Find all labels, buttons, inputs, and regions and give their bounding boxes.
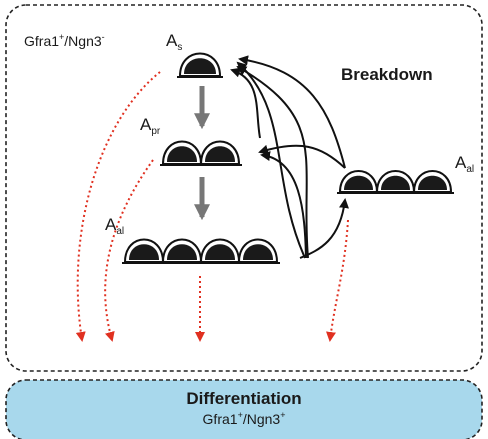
label-apr: Apr xyxy=(140,115,161,137)
cell-nucleus xyxy=(344,175,373,190)
cell-nucleus xyxy=(205,146,235,162)
compartment-marker-label: Gfra1+/Ngn3- xyxy=(24,32,105,49)
differentiation-title: Differentiation xyxy=(186,389,301,408)
breakdown-arrow-aal-to-as-b xyxy=(236,66,309,259)
breakdown-label: Breakdown xyxy=(341,65,433,84)
cell-nucleus xyxy=(205,244,235,260)
cell-nucleus xyxy=(167,244,197,260)
breakdown-arrow-aal-to-apr xyxy=(260,151,307,259)
breakdown-arrow-aalr-to-apr-a xyxy=(258,144,346,169)
differentiation-arrow-aal-right xyxy=(326,219,349,342)
differentiation-arrow-apr xyxy=(104,159,154,342)
cell-nucleus xyxy=(381,175,410,190)
cell-nucleus xyxy=(129,244,159,260)
differentiation-arrow-as xyxy=(75,71,161,342)
cell-nucleus xyxy=(243,244,273,260)
progenitor-compartment-box xyxy=(5,4,483,372)
breakdown-arrow-aal-to-as-a xyxy=(236,61,306,259)
label-aal: Aal xyxy=(105,215,124,237)
cell-nucleus xyxy=(184,58,216,74)
cell-nucleus xyxy=(418,175,447,190)
cell-aal-chain-3 xyxy=(337,170,454,194)
breakdown-arrow-aal-to-aalr xyxy=(299,198,349,259)
breakdown-arrow-aalr-to-as xyxy=(238,55,346,169)
differentiation-box xyxy=(5,379,483,439)
label-aal-right: Aal xyxy=(455,153,474,175)
breakdown-arrow-apr-to-as xyxy=(230,67,261,139)
cell-nucleus xyxy=(167,146,197,162)
differentiation-marker-label: Gfra1+/Ngn3+ xyxy=(203,410,286,427)
cell-apr-pair xyxy=(160,140,242,166)
cell-aal-chain-4 xyxy=(122,238,280,264)
label-as: As xyxy=(166,31,182,53)
cell-as-single xyxy=(177,52,223,78)
